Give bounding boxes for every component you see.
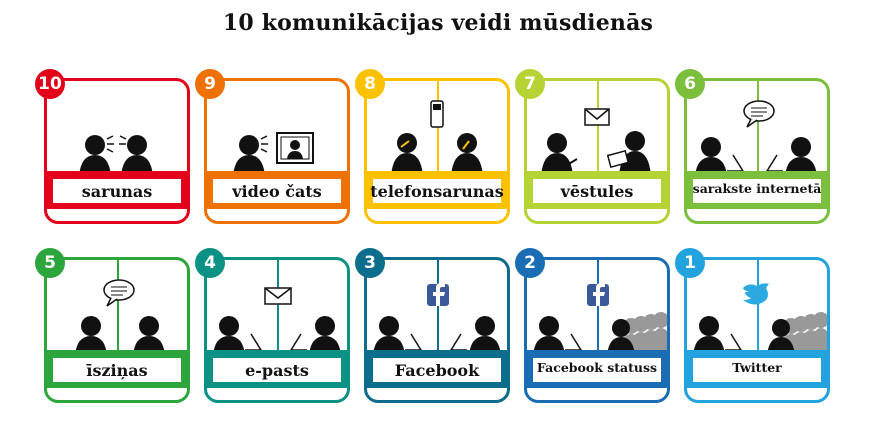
- panel-divider: [757, 81, 759, 176]
- card-label: video čats: [213, 179, 341, 203]
- video-chat-icon: [233, 132, 314, 176]
- card-sarakste-interneta: 6 sarakste internetā: [675, 69, 830, 224]
- card-number-badge: 10: [35, 69, 65, 99]
- label-band: e-pasts: [207, 350, 347, 388]
- card-e-pasts: 4 e-pasts: [195, 248, 350, 403]
- card-video-cats: 9 video čats: [195, 69, 350, 224]
- label-band: sarunas: [47, 171, 187, 209]
- card-number-badge: 5: [35, 248, 65, 278]
- panel-divider: [437, 81, 439, 176]
- label-band: sarakste internetā: [687, 171, 827, 209]
- label-band: vēstules: [527, 171, 667, 209]
- card-number-badge: 6: [675, 69, 705, 99]
- card-label: sarakste internetā: [693, 179, 821, 203]
- panel-divider: [437, 260, 439, 355]
- chat-bubble-icon: [695, 100, 817, 176]
- card-number-badge: 3: [355, 248, 385, 278]
- panel-divider: [757, 260, 759, 355]
- card-label: telefonsarunas: [370, 179, 504, 203]
- panel-divider: [597, 81, 599, 176]
- card-label: Twitter: [693, 358, 821, 382]
- label-band: Twitter: [687, 350, 827, 388]
- label-band: video čats: [207, 171, 347, 209]
- email-icon: [213, 287, 341, 355]
- card-label: Facebook statuss: [533, 358, 661, 382]
- label-band: telefonsarunas: [367, 171, 507, 209]
- card-twitter: 1 Twitter: [675, 248, 830, 403]
- card-label: vēstules: [533, 179, 661, 203]
- card-vestules: 7 vēstules: [515, 69, 670, 224]
- two-people-talking-icon: [79, 135, 153, 176]
- card-number-badge: 8: [355, 69, 385, 99]
- card-telefonsarunas: 8 telefonsarunas: [355, 69, 510, 224]
- card-number-badge: 9: [195, 69, 225, 99]
- phone-call-icon: [391, 100, 483, 176]
- card-label: sarunas: [53, 179, 181, 203]
- card-label: īsziņas: [53, 358, 181, 382]
- letter-icon: [541, 108, 651, 176]
- card-number-badge: 2: [515, 248, 545, 278]
- twitter-bird-icon: [693, 283, 827, 355]
- text-message-icon: [75, 279, 165, 355]
- card-facebook: 3 Facebook: [355, 248, 510, 403]
- card-label: e-pasts: [213, 358, 341, 382]
- facebook-icon: [373, 283, 501, 355]
- label-band: Facebook statuss: [527, 350, 667, 388]
- label-band: īsziņas: [47, 350, 187, 388]
- panel-divider: [597, 260, 599, 355]
- facebook-status-icon: [533, 283, 667, 355]
- card-number-badge: 1: [675, 248, 705, 278]
- label-band: Facebook: [367, 350, 507, 388]
- page-title: 10 komunikācijas veidi mūsdienās: [222, 10, 654, 36]
- card-label: Facebook: [373, 358, 501, 382]
- card-sarunas: 10 sarunas: [35, 69, 190, 224]
- card-facebook-statuss: 2 Facebook statuss: [515, 248, 670, 403]
- panel-divider: [117, 260, 119, 355]
- card-number-badge: 7: [515, 69, 545, 99]
- card-isz: 5 īsziņas: [35, 248, 190, 403]
- card-number-badge: 4: [195, 248, 225, 278]
- panel-divider: [277, 260, 279, 355]
